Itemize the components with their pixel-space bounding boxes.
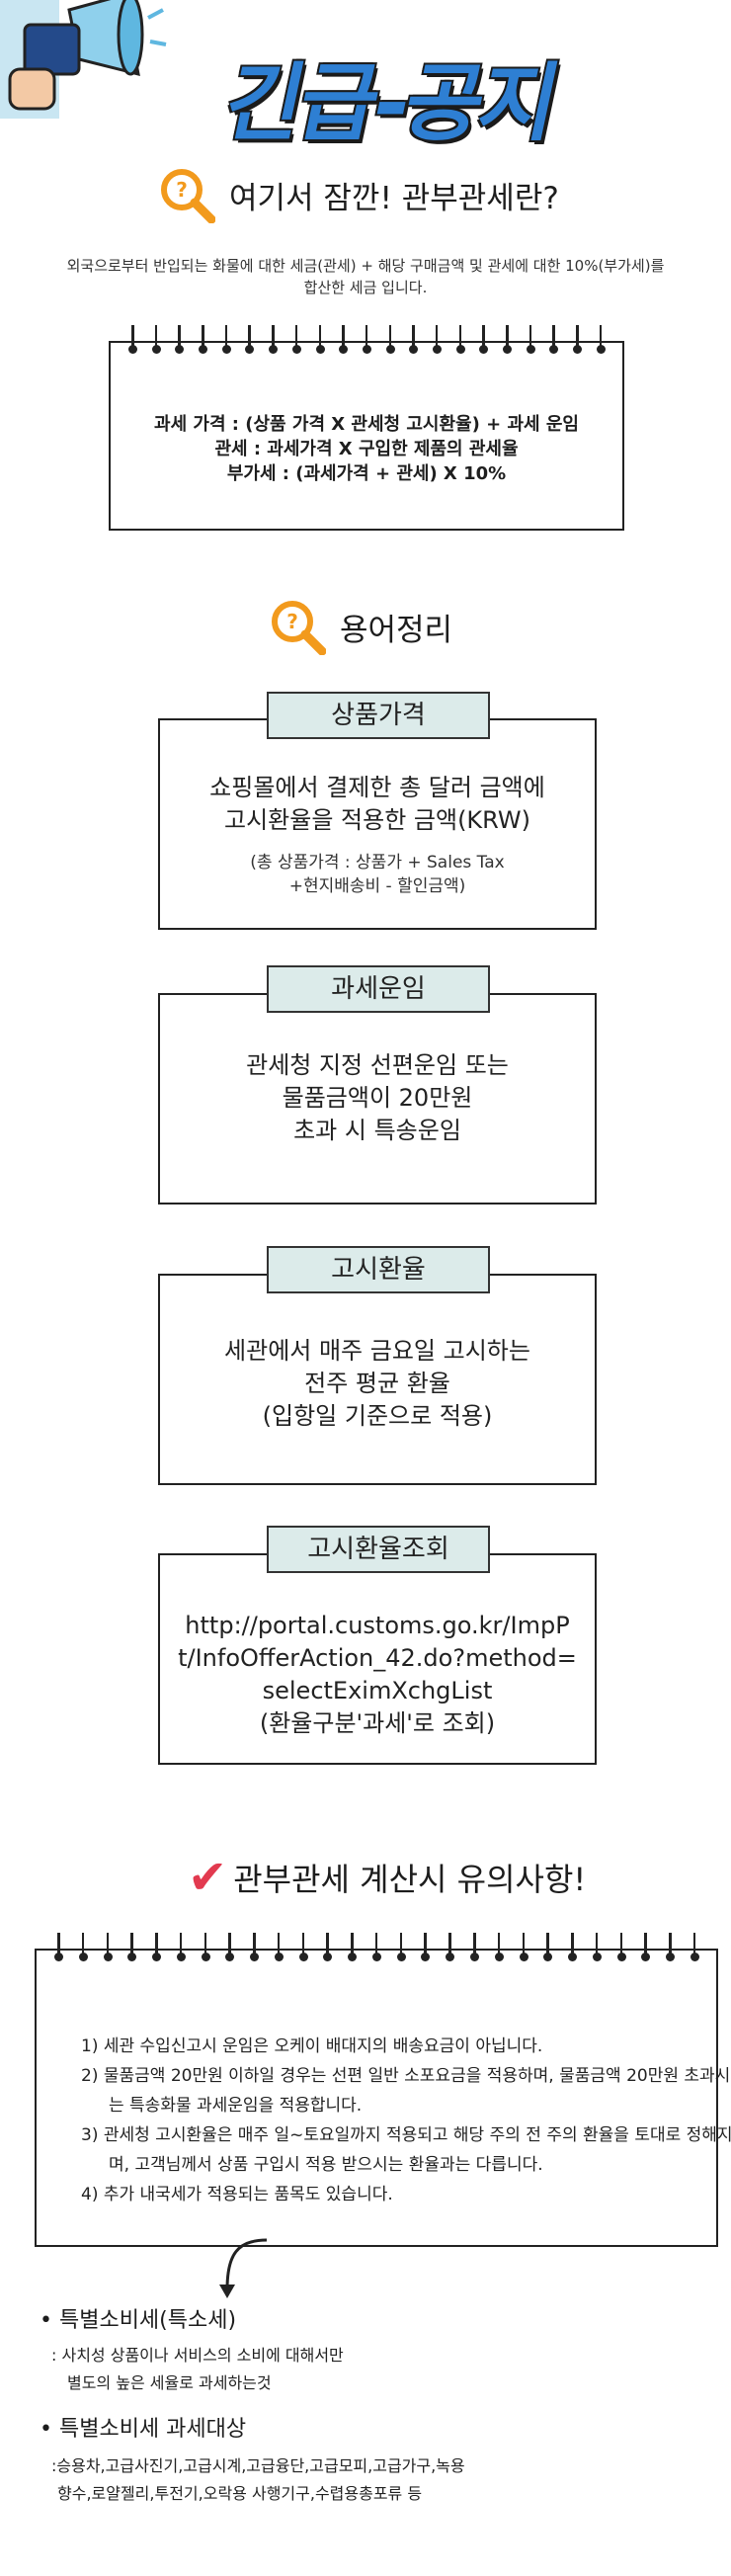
search-question-icon: ? [272,601,326,655]
term-label: 과세운임 [267,965,490,1013]
term-text: 전주 평균 환율 [304,1370,450,1397]
rate-lookup-link[interactable]: t/InfoOfferAction_42.do?method= [178,1644,577,1672]
term-label: 고시환율 [267,1246,490,1293]
term-text: 관세청 지정 선편운임 또는 [246,1051,509,1079]
special-tax-target-title: • 특별소비세 과세대상 [40,2417,247,2442]
svg-text:?: ? [176,178,188,202]
tariff-heading-text: 여기서 잠깐! 관부관세란? [229,180,559,216]
term-text: 세관에서 매주 금요일 고시하는 [224,1337,530,1365]
term-body: 쇼핑몰에서 결제한 총 달러 금액에 고시환율을 적용한 금액(KRW) (총 … [160,772,595,898]
formula-notebook: 과세 가격 : (상품 가격 X 관세청 고시환율) + 과세 운임 관세 : … [109,325,624,531]
caution-notebook: 1) 세관 수입신고시 운임은 오케이 배대지의 배송요금이 아닙니다. 2) … [35,1933,731,2247]
formula-line: 관세 : 과세가격 X 구입한 제품의 관세율 [214,439,519,459]
term-subtext: (총 상품가격 : 상품가 + Sales Tax [250,853,505,873]
special-tax-section: • 특별소비세(특소세) : 사치성 상품이나 서비스의 소비에 대해서만 별도… [40,2302,711,2508]
caution-list: 1) 세관 수입신고시 운임은 오케이 배대지의 배송요금이 아닙니다. 2) … [81,2032,731,2209]
glossary-heading: ? 용어정리 [269,598,452,655]
term-body: 세관에서 매주 금요일 고시하는 전주 평균 환율 (입항일 기준으로 적용) [160,1335,595,1433]
term-body: 관세청 지정 선편운임 또는 물품금액이 20만원 초과 시 특송운임 [160,1049,595,1147]
special-tax-desc: 별도의 높은 세율로 과세하는것 [67,2373,272,2392]
caution-item: 3) 관세청 고시환율은 매주 일~토요일까지 적용되고 해당 주의 전 주의 … [81,2125,731,2175]
term-text: (환율구분'과세'로 조회) [259,1709,496,1737]
check-icon: ✔ [188,1850,228,1905]
term-text: 고시환율을 적용한 금액(KRW) [224,806,530,834]
spiral-rings [54,1933,699,1968]
svg-text:?: ? [286,610,298,633]
special-tax-title: • 특별소비세(특소세) [40,2308,237,2333]
banner-title: 긴급-공지 [215,54,565,153]
term-body: http://portal.customs.go.kr/ImpP t/InfoO… [160,1610,595,1740]
curved-arrow-icon [219,2238,268,2298]
tariff-desc-line: 외국으로부터 반입되는 화물에 대한 세금(관세) + 해당 구매금액 및 관세… [66,257,665,275]
term-label: 상품가격 [267,692,490,739]
caution-item: 4) 추가 내국세가 적용되는 품목도 있습니다. [81,2185,393,2204]
term-text: 물품금액이 20만원 [282,1084,473,1112]
search-question-icon: ? [161,169,215,223]
spiral-rings [128,325,606,361]
special-tax-desc: : 사치성 상품이나 서비스의 소비에 대해서만 [51,2346,344,2365]
term-text: 쇼핑몰에서 결제한 총 달러 금액에 [209,774,545,801]
caution-heading: ✔ 관부관세 계산시 유의사항! [188,1850,586,1905]
caution-heading-text: 관부관세 계산시 유의사항! [233,1861,587,1898]
term-subtext: +현지배송비 - 할인금액) [288,876,466,896]
special-tax-target-list: 향수,로얄젤리,투전기,오락용 사행기구,수렵용총포류 등 [57,2484,423,2503]
tariff-heading: ? 여기서 잠깐! 관부관세란? [158,166,559,223]
rate-lookup-link[interactable]: selectEximXchgList [262,1677,493,1704]
formula-line: 과세 가격 : (상품 가격 X 관세청 고시환율) + 과세 운임 [154,414,579,435]
tariff-desc-line: 합산한 세금 입니다. [303,279,428,296]
term-label: 고시환율조회 [267,1526,490,1573]
caution-item: 1) 세관 수입신고시 운임은 오케이 배대지의 배송요금이 아닙니다. [81,2036,543,2056]
term-box-notified-rate: 세관에서 매주 금요일 고시하는 전주 평균 환율 (입항일 기준으로 적용) [158,1274,597,1485]
formula-line: 부가세 : (과세가격 + 관세) X 10% [226,463,507,484]
term-box-product-price: 쇼핑몰에서 결제한 총 달러 금액에 고시환율을 적용한 금액(KRW) (총 … [158,718,597,930]
term-text: (입항일 기준으로 적용) [262,1402,493,1430]
tariff-description: 외국으로부터 반입되는 화물에 대한 세금(관세) + 해당 구매금액 및 관세… [20,255,711,298]
formula-text: 과세 가격 : (상품 가격 X 관세청 고시환율) + 과세 운임 관세 : … [111,412,622,486]
rate-lookup-link[interactable]: http://portal.customs.go.kr/ImpP [185,1612,570,1639]
term-text: 초과 시 특송운임 [293,1117,461,1144]
term-box-rate-lookup: http://portal.customs.go.kr/ImpP t/InfoO… [158,1553,597,1765]
megaphone-icon [0,0,168,119]
term-box-taxable-freight: 관세청 지정 선편운임 또는 물품금액이 20만원 초과 시 특송운임 [158,993,597,1205]
caution-item: 2) 물품금액 20만원 이하일 경우는 선편 일반 소포요금을 적용하며, 물… [81,2066,731,2116]
glossary-heading-text: 용어정리 [340,612,453,648]
special-tax-target-list: :승용차,고급사진기,고급시계,고급융단,고급모피,고급가구,녹용 [51,2456,465,2475]
